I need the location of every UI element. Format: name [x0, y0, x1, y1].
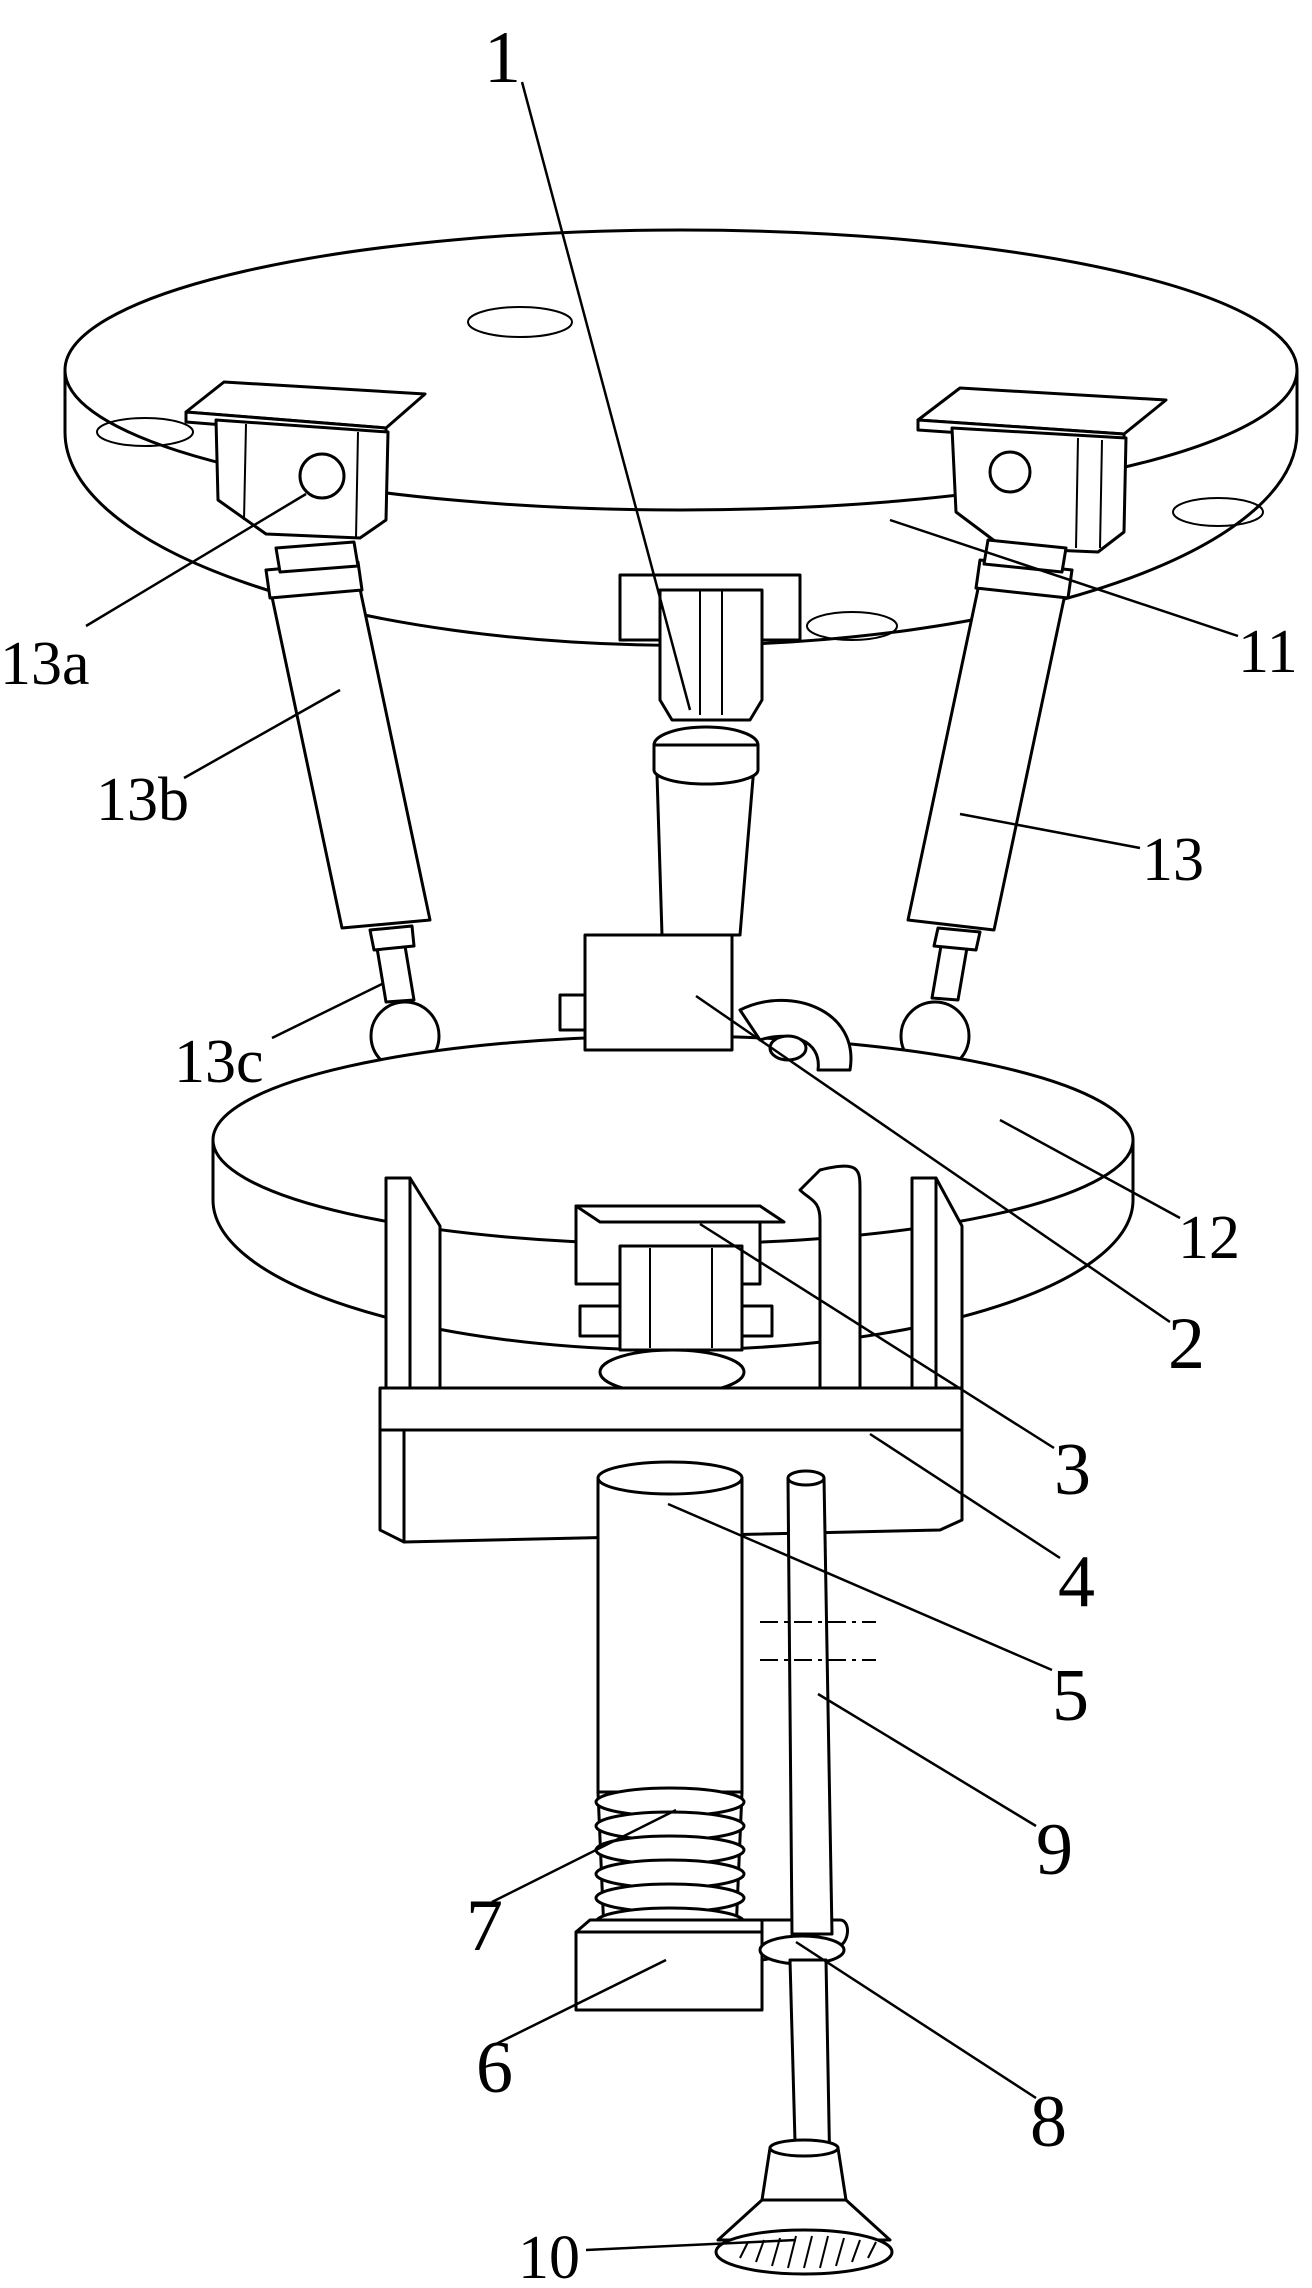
- label-5: 5: [1052, 1655, 1089, 1737]
- label-12: 12: [1178, 1204, 1240, 1272]
- label-11: 11: [1238, 618, 1298, 686]
- leader-lines: [85, 81, 1239, 2252]
- label-13b: 13b: [96, 766, 189, 834]
- label-6: 6: [476, 2027, 513, 2109]
- guide-rod: [760, 1469, 876, 2180]
- label-1: 1: [484, 17, 521, 99]
- right-hinge-bracket: [916, 386, 1168, 554]
- spring: [594, 1786, 746, 1938]
- label-3: 3: [1054, 1429, 1091, 1511]
- label-13a: 13a: [0, 630, 90, 698]
- label-13c: 13c: [174, 1028, 264, 1096]
- label-7: 7: [466, 1885, 503, 1967]
- lower-frame: [384, 1164, 964, 1402]
- cylinder: [596, 1460, 744, 1794]
- label-13: 13: [1142, 826, 1204, 894]
- part-labels: 1 11 13a 13b 13 13c 12 2 3 4 5 9 7 6 8 1…: [0, 17, 1298, 2288]
- central-rod: [652, 725, 760, 937]
- left-actuator: [264, 540, 441, 1072]
- label-2: 2: [1168, 1303, 1205, 1385]
- suction-cup: [714, 2138, 894, 2276]
- center-bracket: [618, 573, 802, 722]
- label-10: 10: [518, 2224, 580, 2288]
- foot-block: [574, 1918, 849, 2012]
- upper-hinge-block: [574, 1204, 786, 1396]
- label-8: 8: [1030, 2081, 1067, 2163]
- label-4: 4: [1058, 1541, 1095, 1623]
- label-9: 9: [1036, 1809, 1073, 1891]
- left-hinge-bracket: [184, 380, 427, 540]
- connector-block: [558, 933, 853, 1072]
